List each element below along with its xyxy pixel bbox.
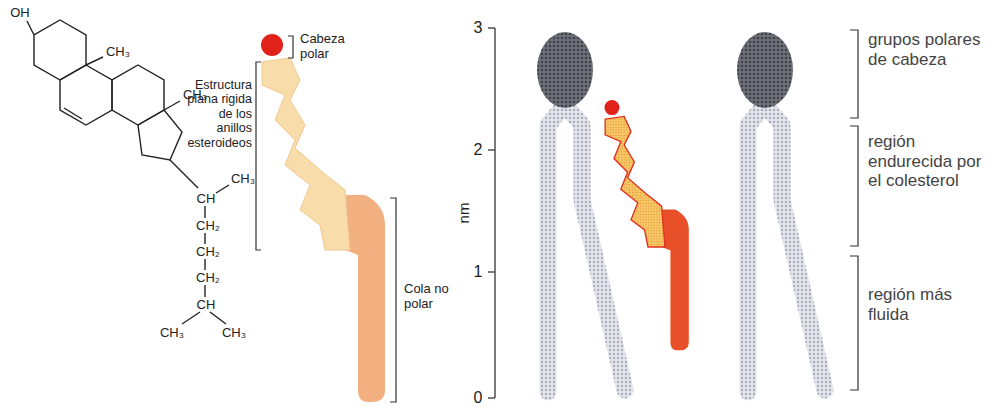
phospholipid-tails bbox=[548, 105, 825, 392]
axis-tick: 0 bbox=[474, 389, 483, 407]
part-label: Estructura plana rigida de los anillos e… bbox=[180, 78, 252, 150]
region-label: región más fluida bbox=[868, 285, 988, 324]
chem-group: CH₃ bbox=[231, 172, 255, 187]
cholesterol-schematic bbox=[261, 34, 385, 402]
axis-tick: 2 bbox=[474, 141, 483, 159]
axis-unit: nm bbox=[455, 203, 472, 224]
chem-group: CH₂ bbox=[196, 271, 220, 286]
chem-group: OH bbox=[10, 6, 30, 21]
part-label: Cola no polar bbox=[404, 282, 452, 312]
chem-group: CH₃ bbox=[222, 326, 246, 341]
region-label: región endurecida por el colesterol bbox=[868, 132, 988, 191]
chem-group: CH bbox=[197, 298, 216, 313]
chem-group: CH bbox=[197, 192, 216, 207]
chem-group: CH₃ bbox=[160, 326, 184, 341]
region-label: grupos polares de cabeza bbox=[868, 30, 988, 69]
axis-tick: 1 bbox=[474, 263, 483, 281]
membrane-cholesterol bbox=[604, 100, 688, 350]
chem-group: CH₂ bbox=[196, 219, 220, 234]
axis bbox=[488, 28, 495, 398]
chem-group: CH₂ bbox=[196, 245, 220, 260]
chem-group: CH₃ bbox=[106, 45, 130, 60]
skeletal-formula bbox=[27, 20, 229, 324]
brackets bbox=[256, 30, 858, 402]
phospholipid-heads bbox=[537, 32, 793, 108]
part-label: Cabeza polar bbox=[300, 32, 364, 62]
axis-tick: 3 bbox=[474, 19, 483, 37]
